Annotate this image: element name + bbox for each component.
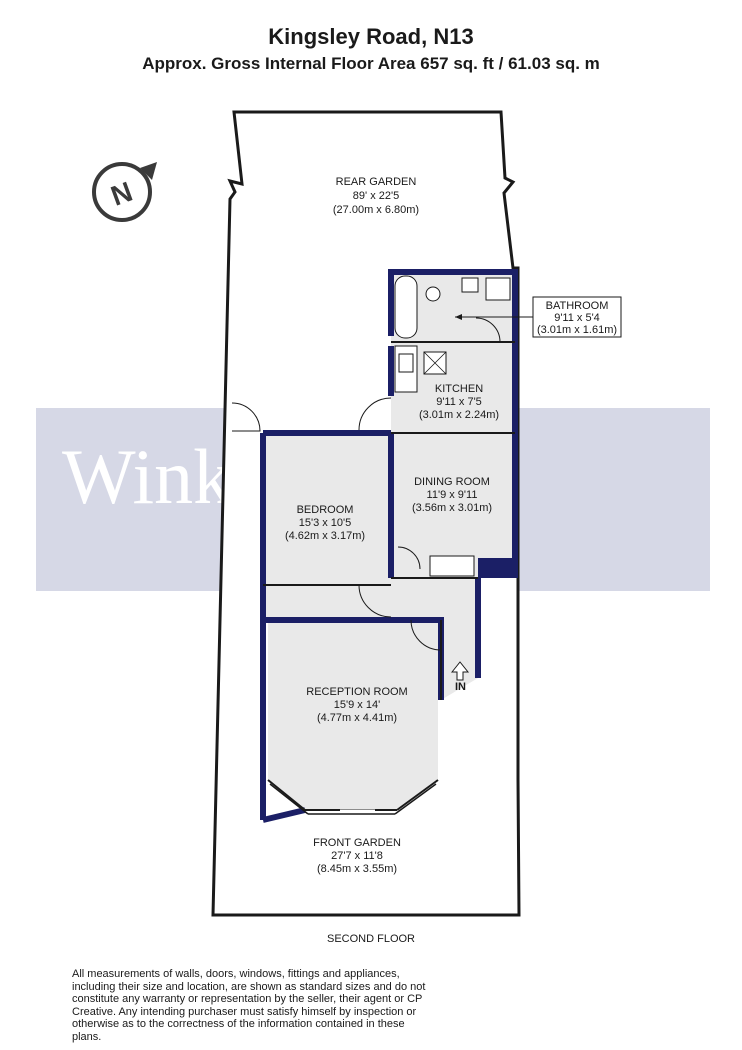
- rear-garden-metric: (27.00m x 6.80m): [333, 204, 419, 216]
- rear-garden-name: REAR GARDEN: [336, 176, 417, 188]
- dining-room-imperial: 11'9 x 9'11: [427, 489, 478, 501]
- walls: [260, 269, 518, 823]
- bedroom-name: BEDROOM: [297, 504, 354, 516]
- disclaimer-text: All measurements of walls, doors, window…: [72, 968, 426, 1043]
- floor-area-subtitle: Approx. Gross Internal Floor Area 657 sq…: [142, 54, 600, 73]
- bedroom-metric: (4.62m x 3.17m): [285, 530, 365, 542]
- wall-pillar: [478, 558, 515, 578]
- kitchen-imperial: 9'11 x 7'5: [436, 396, 482, 408]
- bathroom-name: BATHROOM: [546, 300, 609, 312]
- bathroom-cabinet-icon: [485, 277, 511, 301]
- entrance-arrow-icon: [450, 661, 470, 681]
- basin-icon: [461, 277, 479, 293]
- hallway-fill: [263, 578, 478, 700]
- toilet-icon: [425, 286, 441, 302]
- reception-room-fill: [268, 620, 438, 810]
- reception-room-name: RECEPTION ROOM: [306, 686, 407, 698]
- entrance-label: IN: [455, 681, 466, 693]
- dining-room-name: DINING ROOM: [414, 476, 490, 488]
- north-compass-icon: N: [92, 162, 157, 222]
- reception-room-metric: (4.77m x 4.41m): [317, 712, 397, 724]
- internal-walls: [263, 341, 515, 811]
- bathroom-label-box: [532, 296, 622, 338]
- dining-room-metric: (3.56m x 3.01m): [412, 502, 492, 514]
- kitchen-metric: (3.01m x 2.24m): [419, 409, 499, 421]
- front-garden-metric: (8.45m x 3.55m): [317, 863, 397, 875]
- bathroom-metric: (3.01m x 1.61m): [537, 324, 617, 336]
- hob-cross-icon: [423, 351, 447, 375]
- door-swings: [231, 317, 501, 651]
- bathtub-icon: [394, 275, 418, 339]
- sink-icon: [398, 353, 414, 373]
- rear-garden-imperial: 89' x 22'5: [353, 190, 399, 202]
- front-garden-name: FRONT GARDEN: [313, 837, 401, 849]
- front-garden-imperial: 27'7 x 11'8: [331, 850, 383, 862]
- dining-cupboard-icon: [429, 555, 475, 577]
- floor-label: SECOND FLOOR: [327, 933, 415, 945]
- reception-room-imperial: 15'9 x 14': [334, 699, 380, 711]
- bay-window: [269, 783, 437, 815]
- kitchen-name: KITCHEN: [435, 383, 483, 395]
- plan-title: Kingsley Road, N13: [268, 24, 474, 49]
- bathroom-leader-arrow: [455, 314, 462, 320]
- bathroom-imperial: 9'11 x 5'4: [554, 312, 600, 324]
- dining-room-fill: [391, 433, 515, 578]
- bedroom-imperial: 15'3 x 10'5: [299, 517, 352, 529]
- bedroom-fill: [263, 433, 391, 585]
